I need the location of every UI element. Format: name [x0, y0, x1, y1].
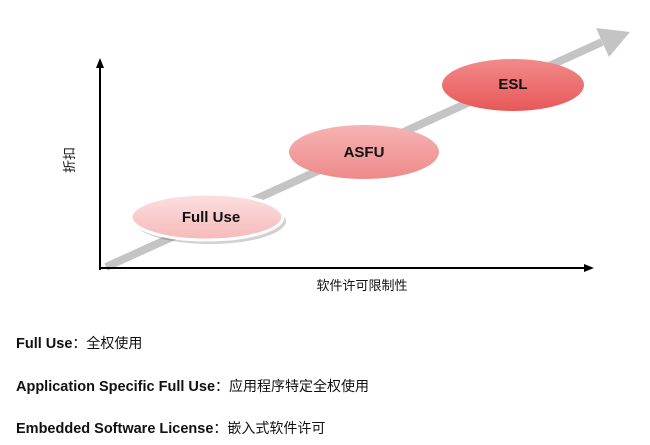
y-axis-label: 折扣: [62, 147, 77, 173]
x-axis-arrowhead: [584, 264, 594, 272]
stage-full-use-label: Full Use: [182, 209, 240, 226]
legend-description: 嵌入式软件许可: [227, 421, 326, 437]
legend-item-full-use: Full Use：全权使用: [16, 333, 142, 353]
trend-arrow-head: [596, 28, 630, 57]
x-axis-label: 软件许可限制性: [316, 278, 407, 293]
stage-full-use: Full Use: [129, 192, 286, 244]
legend-description: 应用程序特定全权使用: [229, 379, 370, 395]
stage-esl-label: ESL: [498, 76, 527, 93]
stage-asfu-ellipse: [289, 125, 439, 179]
axes: [96, 58, 594, 272]
stage-esl-ellipse: [442, 59, 584, 111]
legend-item-asfu: Application Specific Full Use：应用程序特定全权使用: [16, 376, 369, 396]
stage-asfu-label: ASFU: [344, 144, 385, 161]
legend-item-esl: Embedded Software License：嵌入式软件许可: [16, 418, 325, 438]
stage-esl: ESL: [442, 59, 584, 111]
legend-separator: ：: [215, 379, 230, 395]
legend-separator: ：: [72, 336, 87, 352]
stage-full-use-ellipse: [129, 192, 285, 242]
legend-term: Full Use: [16, 336, 73, 352]
y-axis-arrowhead: [96, 58, 104, 68]
legend-term: Embedded Software License: [16, 421, 214, 437]
legend-term: Application Specific Full Use: [16, 379, 216, 395]
legend-description: 全权使用: [86, 336, 143, 352]
legend-separator: ：: [213, 421, 228, 437]
stage-asfu: ASFU: [289, 125, 439, 179]
